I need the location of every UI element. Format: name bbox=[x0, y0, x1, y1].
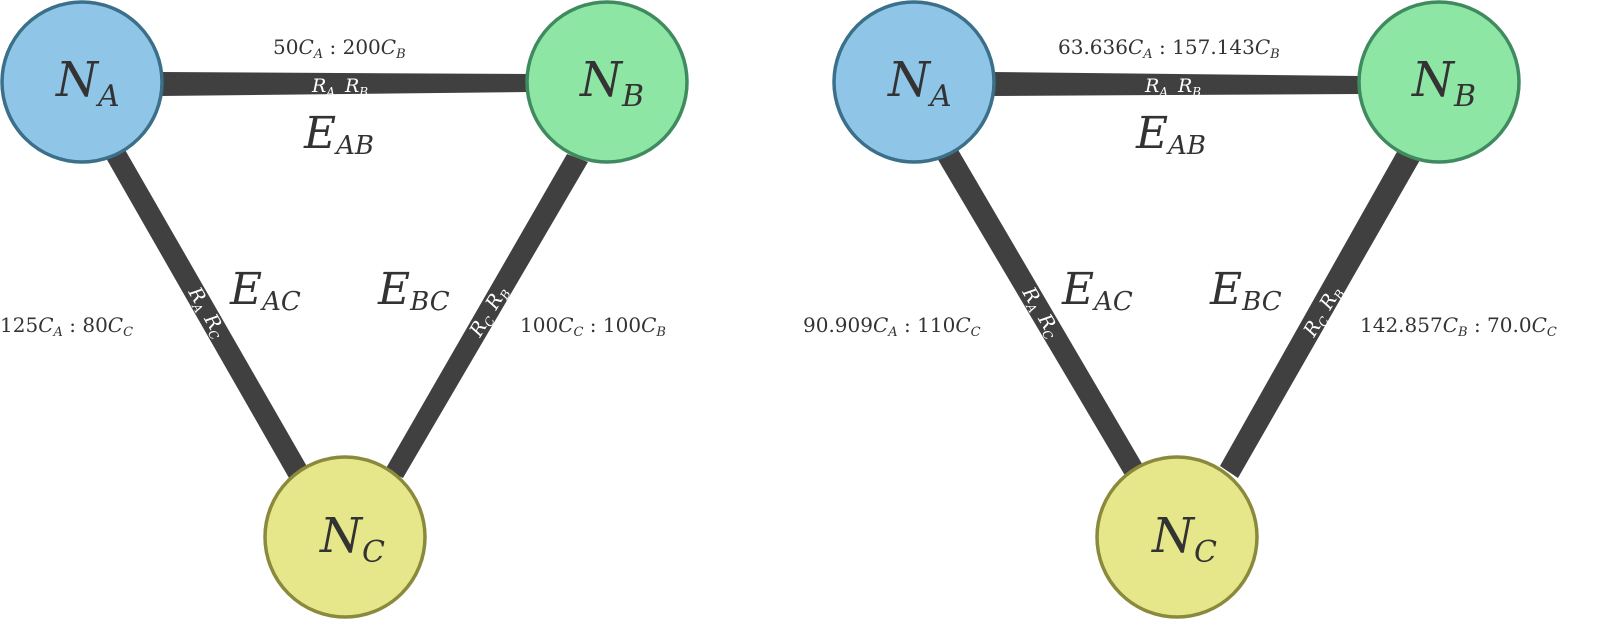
edge-ab-label: EAB bbox=[303, 108, 374, 161]
node-c-circle bbox=[263, 455, 427, 619]
edge-bc-band bbox=[1220, 150, 1420, 478]
edge-ac-ratio: 125CA : 80CC bbox=[0, 313, 133, 340]
edge-bc-ratio: 142.857CB : 70.0CC bbox=[1360, 313, 1557, 340]
node-c-label: NC bbox=[1151, 508, 1217, 570]
edge-ab-ratio: 63.636CA : 157.143CB bbox=[1058, 35, 1280, 62]
edge-ac-band bbox=[106, 148, 309, 478]
node-b-circle bbox=[1357, 0, 1521, 164]
edge-ab-label: EAB bbox=[1135, 108, 1206, 161]
edge-bc-label: EBC bbox=[1209, 264, 1282, 317]
node-a-circle bbox=[0, 0, 164, 164]
edge-bc-ratio: 100CC : 100CB bbox=[520, 313, 666, 340]
edge-bc-label: EBC bbox=[377, 264, 450, 317]
edge-ab-ratio: 50CA : 200CB bbox=[273, 35, 406, 62]
node-b-label: NB bbox=[1411, 52, 1476, 114]
edge-ac-band bbox=[937, 148, 1148, 484]
node-c-circle bbox=[1095, 455, 1259, 619]
edge-ac-ratio: 90.909CA : 110CC bbox=[803, 313, 981, 340]
node-a-label: NA bbox=[887, 52, 952, 114]
edge-bc-band bbox=[385, 154, 588, 478]
node-c-label: NC bbox=[319, 508, 385, 570]
node-a-label: NA bbox=[55, 52, 120, 114]
edge-ab-band bbox=[160, 72, 530, 96]
edge-ab-band bbox=[992, 72, 1361, 96]
node-b-circle bbox=[525, 0, 689, 164]
node-a-circle bbox=[832, 0, 996, 164]
node-b-label: NB bbox=[579, 52, 644, 114]
edge-ac-label: EAC bbox=[1061, 264, 1133, 317]
edge-ac-label: EAC bbox=[229, 264, 301, 317]
